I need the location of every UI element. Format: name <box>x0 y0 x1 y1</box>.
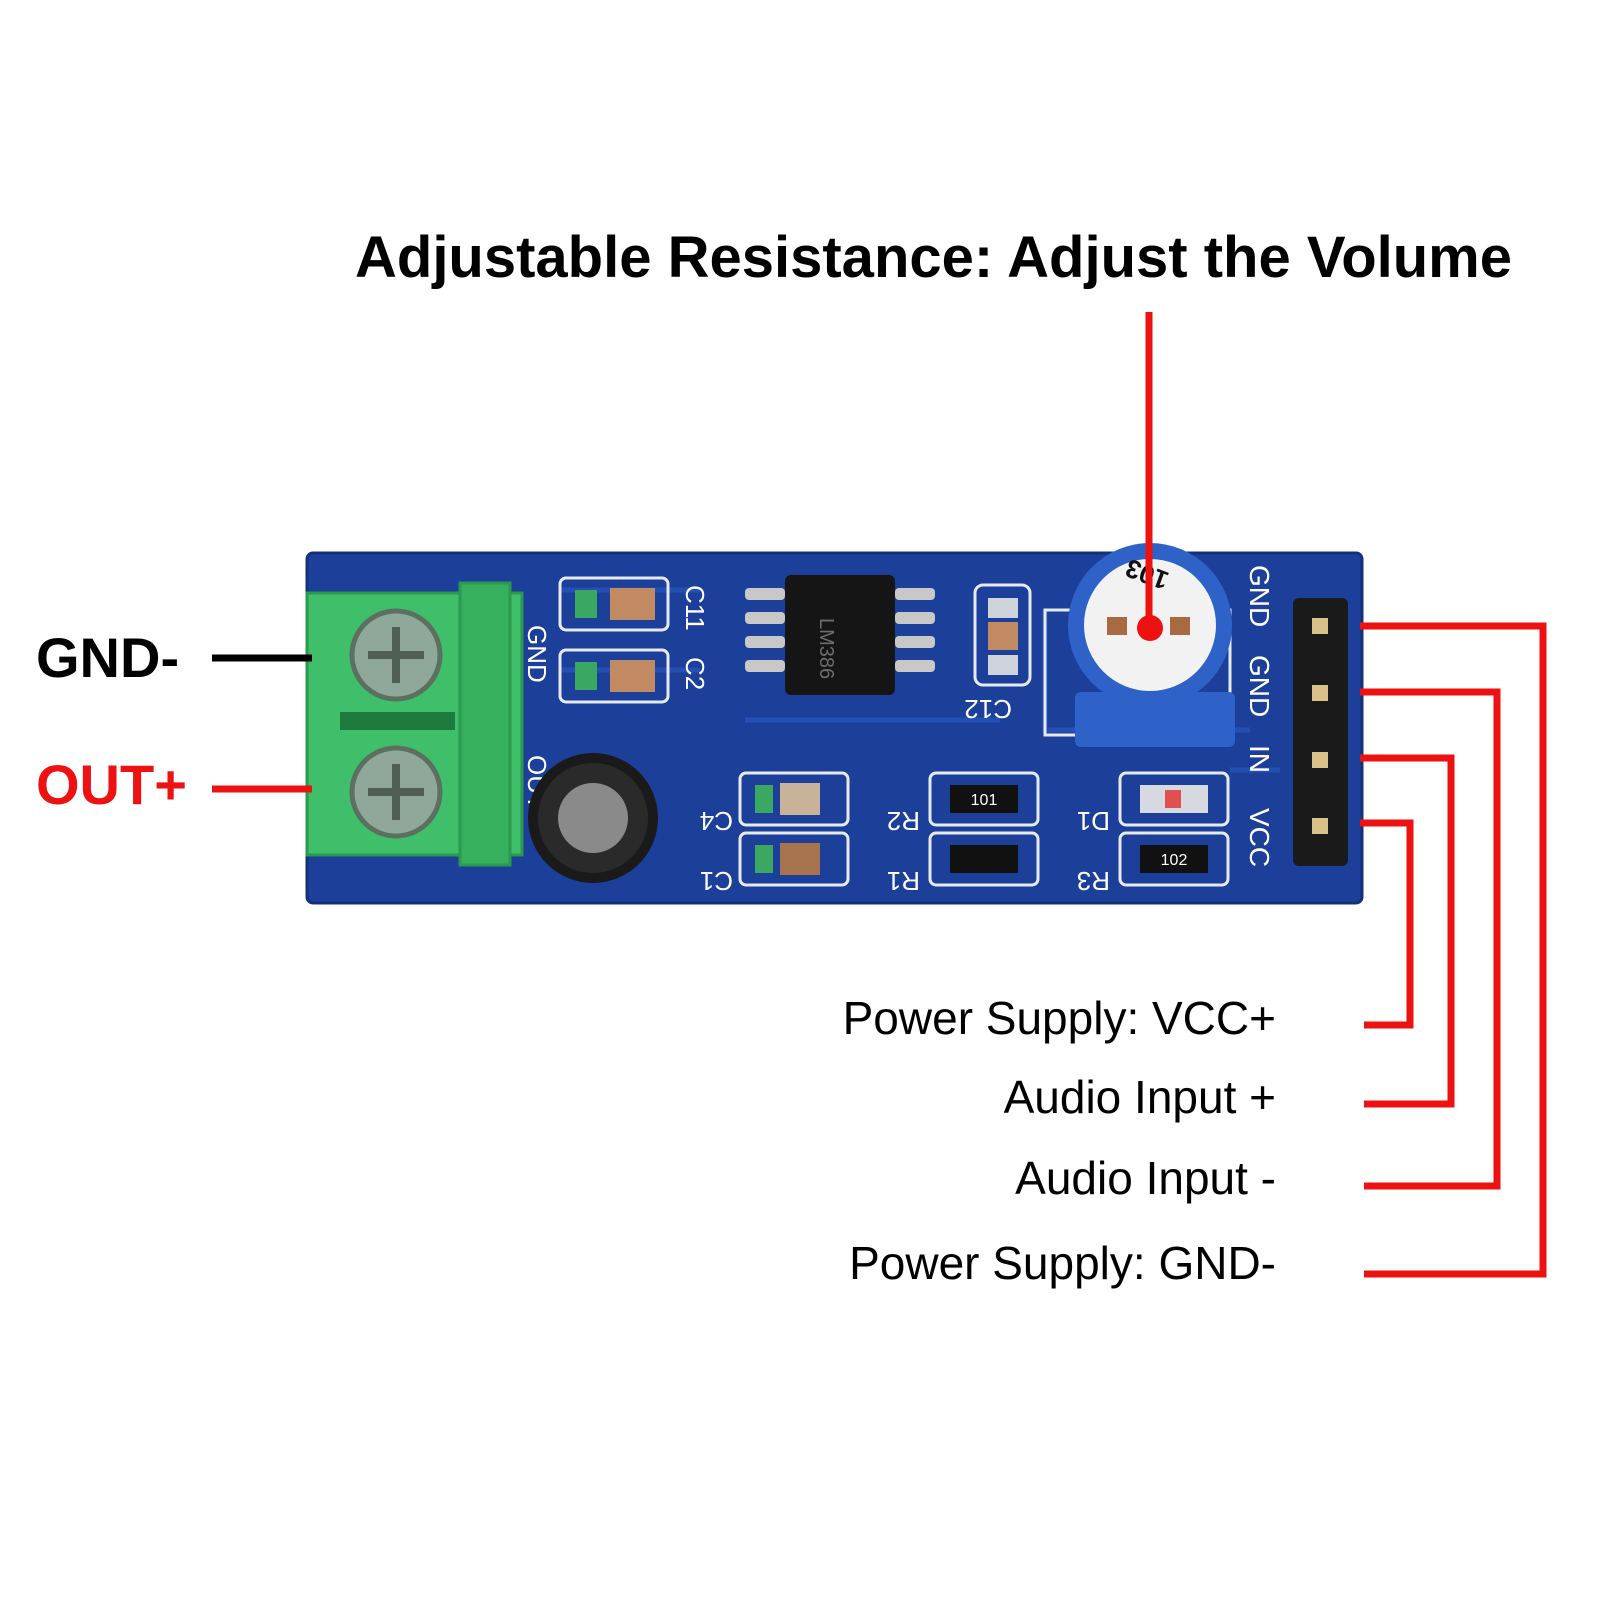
silkscreen-label: R1 <box>887 866 920 896</box>
silkscreen-label: C1 <box>700 866 733 896</box>
silkscreen-label: R2 <box>887 806 920 836</box>
in-minus-callout-line <box>1360 688 1501 1190</box>
capacitor-c1 <box>738 831 850 887</box>
led-d1 <box>1118 771 1230 827</box>
silkscreen-label: LM386 <box>815 618 837 679</box>
terminal-gnd-label: GND- <box>36 626 180 689</box>
silkscreen-label: IN <box>1244 745 1275 773</box>
silkscreen-label: GND <box>1244 655 1275 717</box>
silkscreen-label: R3 <box>1077 866 1110 896</box>
resistor-r2: 101 <box>928 771 1040 827</box>
gnd-pin-callout-line <box>1360 622 1547 1278</box>
pin-vcc-label: Power Supply: VCC+ <box>842 992 1276 1044</box>
silkscreen-label: D1 <box>1077 806 1110 836</box>
capacitor-c4 <box>738 771 850 827</box>
silkscreen-label: C12 <box>964 694 1012 724</box>
silkscreen-label: 101 <box>971 792 998 809</box>
silkscreen-label: C2 <box>680 657 710 690</box>
chip-icon: LM386 <box>745 575 935 695</box>
silkscreen-label: 102 <box>1161 852 1188 869</box>
silkscreen-label: VCC <box>1244 808 1275 867</box>
silkscreen-label: C4 <box>700 806 733 836</box>
vcc-callout-line <box>1360 819 1414 1029</box>
pin-header <box>1293 598 1348 866</box>
capacitor-c2 <box>558 648 670 704</box>
screw-icon <box>349 608 443 702</box>
resistor-r1 <box>928 831 1040 887</box>
silkscreen-label: C11 <box>680 585 710 631</box>
capacitor-icon <box>528 753 658 883</box>
terminal-out-label: OUT+ <box>36 753 187 816</box>
pin-in-plus-label: Audio Input + <box>1003 1071 1276 1123</box>
screw-icon <box>349 745 443 839</box>
silk-gnd: GND <box>522 625 552 683</box>
capacitor-c11 <box>558 576 670 632</box>
pin-in-minus-label: Audio Input - <box>1015 1152 1276 1204</box>
silkscreen-label: GND <box>1244 565 1275 627</box>
resistor-r3: 102 <box>1118 831 1230 887</box>
in-plus-callout-line <box>1360 754 1455 1108</box>
pot-callout-title: Adjustable Resistance: Adjust the Volume <box>355 225 1512 290</box>
capacitor-c12 <box>973 583 1032 687</box>
terminal-block <box>305 581 524 867</box>
pin-gnd-label: Power Supply: GND- <box>849 1237 1276 1289</box>
